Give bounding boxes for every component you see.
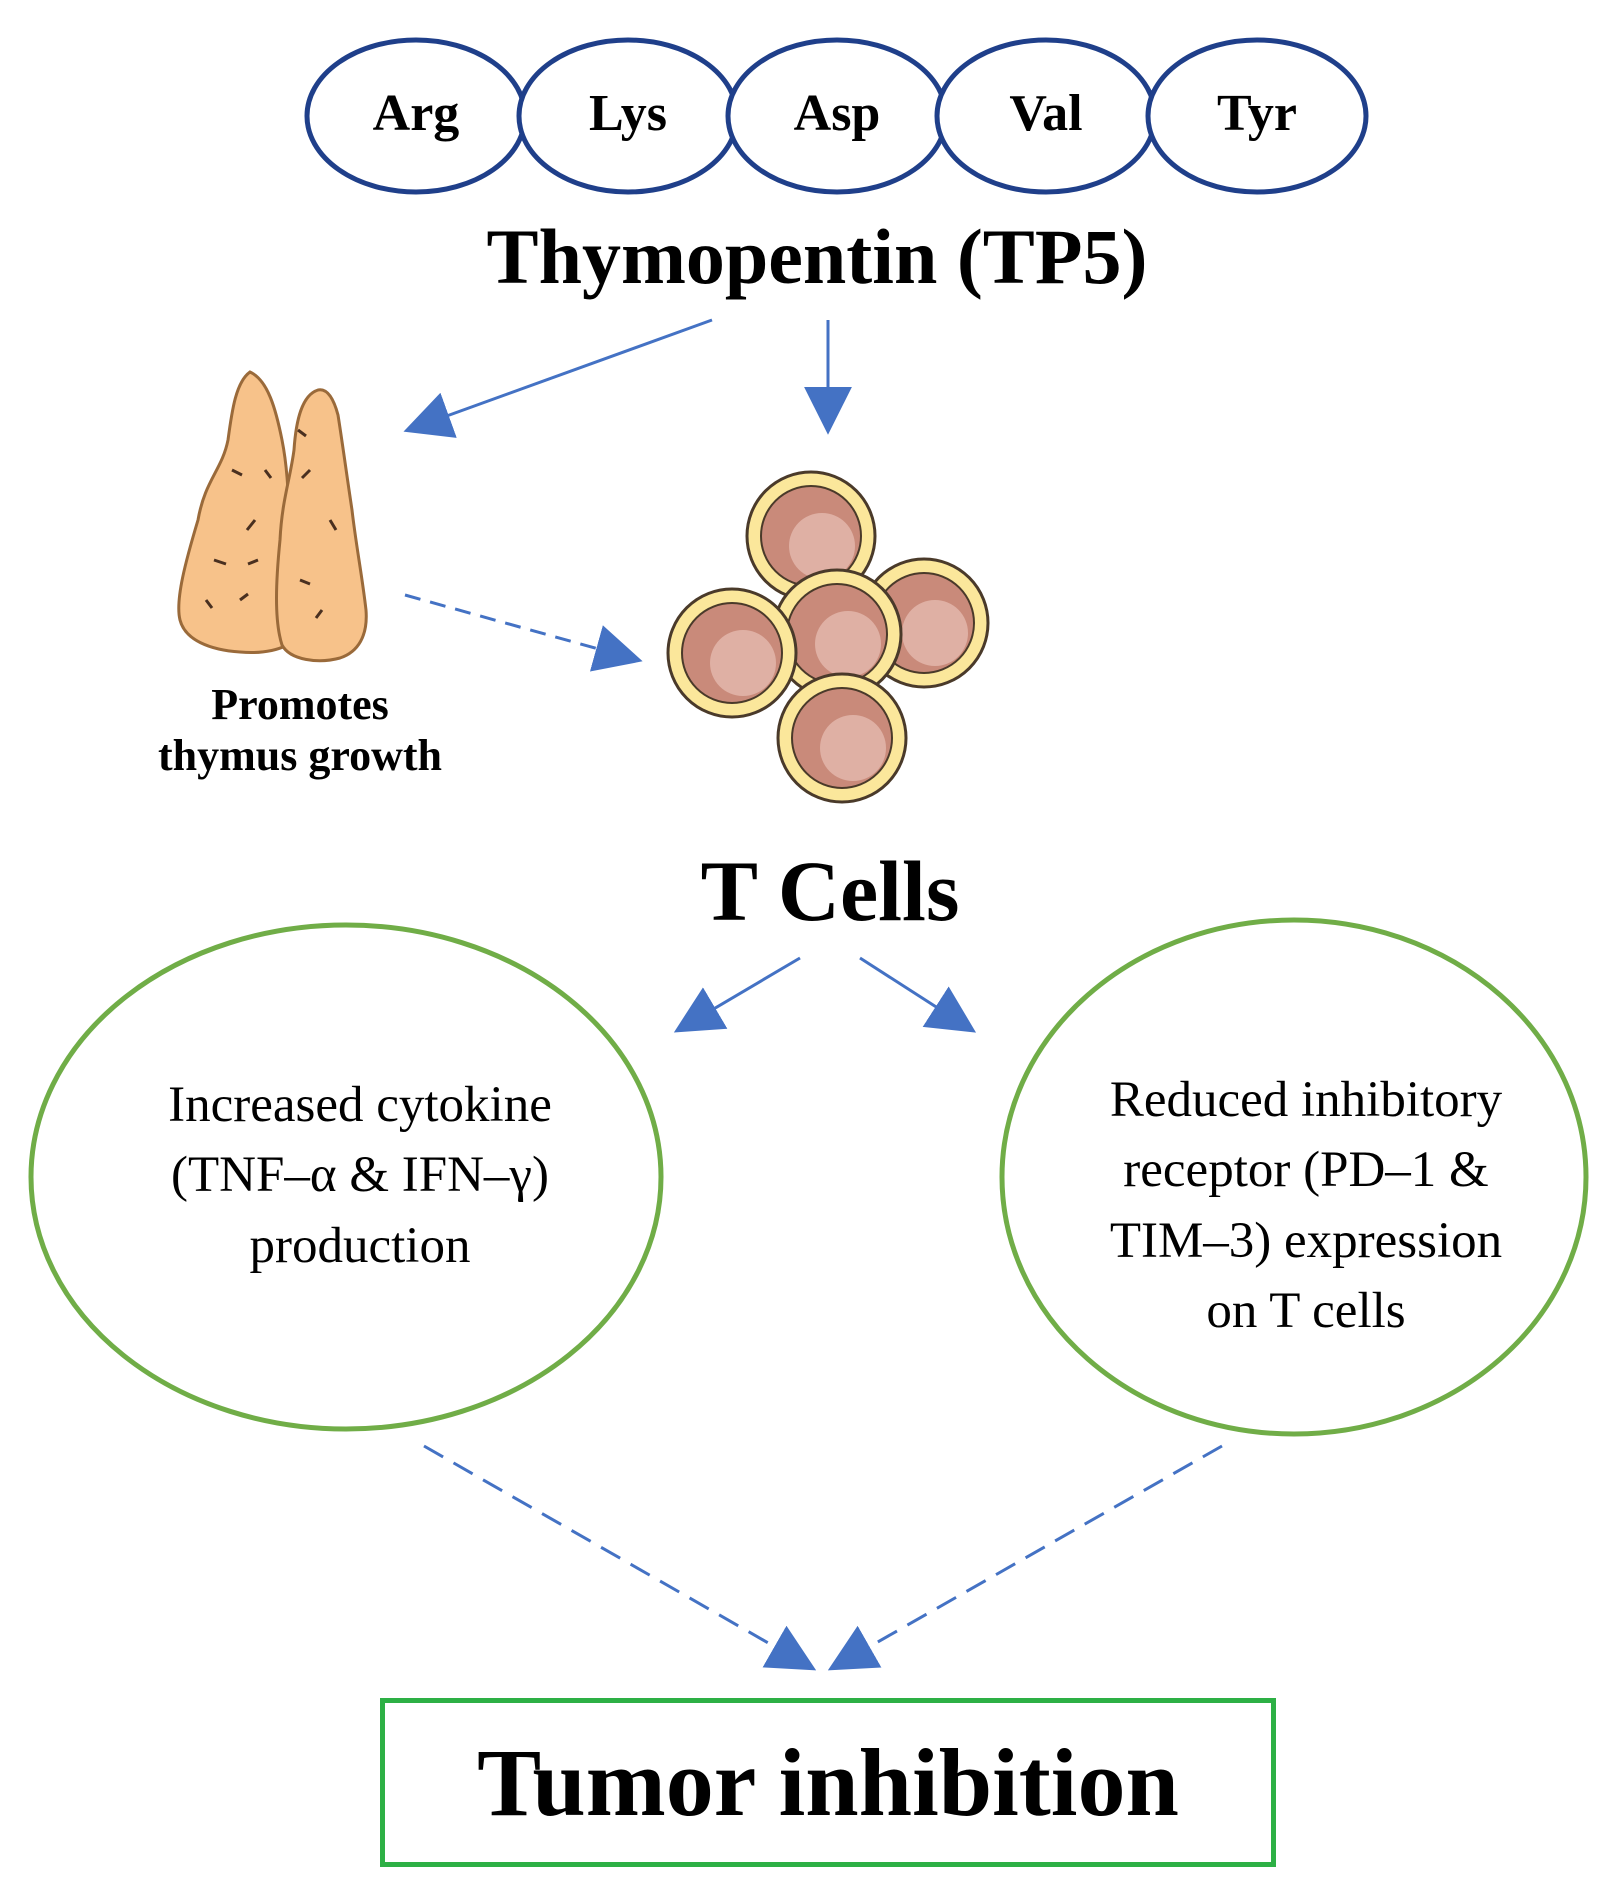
- arrow-thymus-to-tcells: [404, 593, 643, 672]
- cytokine-ellipse: [28, 922, 664, 1432]
- receptor-line-4: on T cells: [1206, 1283, 1406, 1340]
- tumor-inhibition-label: Tumor inhibition: [477, 1729, 1179, 1836]
- arrow-tcells-to-receptor: [859, 956, 977, 1033]
- receptor-line-3: TIM–3) expression: [1109, 1212, 1503, 1269]
- thymus-label: Promotes thymus growth: [110, 680, 490, 781]
- amino-acid-label-val: Val: [1009, 85, 1083, 142]
- tcells-title: T Cells: [700, 843, 960, 939]
- thymus-icon: [177, 370, 368, 663]
- amino-acid-label-arg: Arg: [372, 85, 460, 142]
- thymus-label-line1: Promotes: [211, 680, 389, 729]
- amino-acid-label-lys: Lys: [588, 85, 668, 142]
- amino-acid-label-tyr: Tyr: [1217, 85, 1297, 142]
- arrow-receptor-to-tumor: [827, 1444, 1223, 1671]
- cytokine-line-1: Increased cytokine: [168, 1077, 552, 1133]
- cytokine-line-3: production: [249, 1217, 471, 1274]
- arrow-tcells-to-cytokine: [673, 956, 801, 1033]
- amino-acid-label-asp: Asp: [793, 85, 881, 142]
- receptor-ellipse: [999, 917, 1589, 1437]
- receptor-effect-text: Reduced inhibitory receptor (PD–1 & TIM–…: [1036, 1065, 1576, 1347]
- t-cell-cluster-icon: [666, 470, 990, 804]
- cytokine-effect-text: Increased cytokine (TNF–α & IFN–γ) produ…: [90, 1070, 630, 1281]
- cytokine-line-2: (TNF–α & IFN–γ): [171, 1147, 549, 1204]
- tumor-inhibition-box: Tumor inhibition: [380, 1698, 1276, 1867]
- tp5-title: Thymopentin (TP5): [486, 213, 1148, 300]
- arrow-cytokine-to-tumor: [423, 1444, 817, 1671]
- amino-acid-oval-tyr: [1145, 37, 1369, 195]
- receptor-line-2: receptor (PD–1 &: [1123, 1142, 1489, 1199]
- arrow-tp5-to-thymus: [403, 318, 713, 438]
- peptide-chain: [304, 37, 1369, 195]
- receptor-line-1: Reduced inhibitory: [1109, 1072, 1503, 1128]
- thymus-label-line2: thymus growth: [157, 730, 442, 780]
